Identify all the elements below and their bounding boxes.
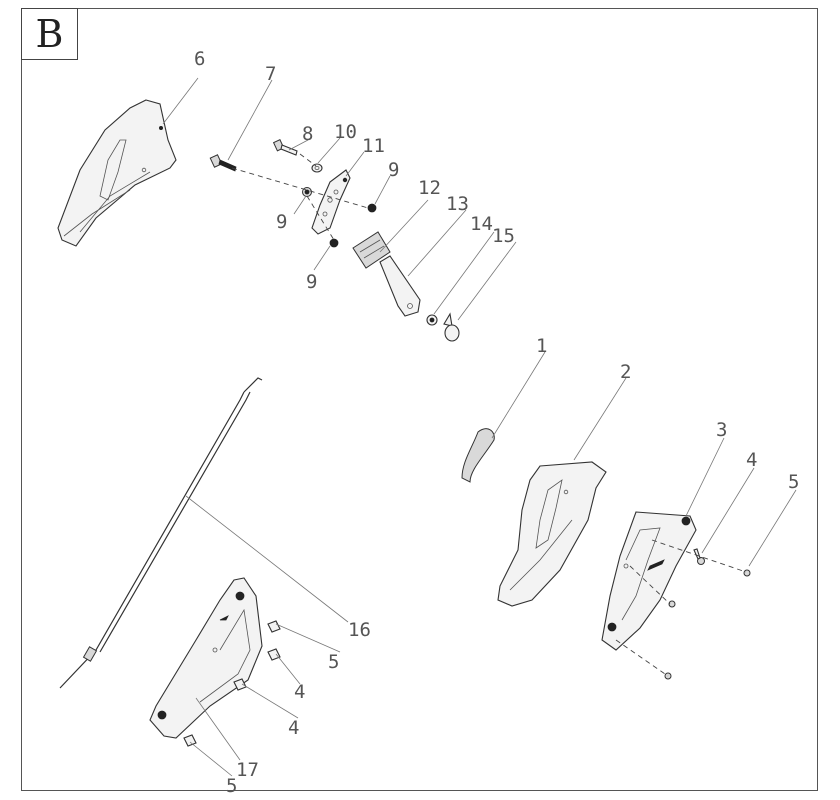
leader-lines: [162, 77, 797, 777]
callout-ten: 10: [334, 121, 357, 143]
part-1-rubber-pad: [461, 428, 495, 483]
part-5-screw-right: [743, 569, 751, 577]
part-10-spacer: [311, 163, 323, 173]
callout-fifteen: 15: [492, 225, 515, 247]
part-15-pivot-pin: [443, 312, 460, 342]
callout-eleven: 11: [362, 135, 385, 157]
part-6-side-cover: [57, 99, 177, 247]
callout-4-lower-b: 4: [288, 717, 299, 739]
part-7-bolt: [209, 154, 237, 172]
callout-thirteen: 13: [446, 193, 469, 215]
callout-9-bottom: 9: [306, 271, 317, 293]
assembly-lines: [231, 153, 747, 677]
screw-lower-4-upper: [267, 648, 281, 661]
part-9-nut-top: [367, 203, 377, 213]
part-13-lever-arm: [379, 255, 421, 317]
callout-numbers: 6 7 8 10 11 9 9 9 12 13 14 15 1 2 3 4 5 …: [194, 48, 799, 797]
callout-fourteen: 14: [470, 213, 493, 235]
callout-seventeen: 17: [236, 759, 259, 781]
callout-sixteen: 16: [348, 619, 371, 641]
callout-2: 2: [620, 361, 631, 383]
screw-right-middle: [668, 600, 676, 608]
part-3-inner-cover: [601, 511, 697, 651]
part-12-pedal-pad: [352, 231, 391, 269]
screw-lower-5-top: [267, 620, 281, 633]
part-16-control-rod: [59, 377, 263, 689]
callout-8: 8: [302, 123, 313, 145]
screw-lower-5-bottom: [183, 734, 197, 747]
part-9-nut-bottom: [329, 238, 339, 248]
callout-7: 7: [265, 63, 276, 85]
part-4-screw-right: [693, 548, 705, 565]
part-14-washer: [426, 314, 438, 326]
callout-5-lower: 5: [328, 651, 339, 673]
callout-1: 1: [536, 335, 547, 357]
callout-5-bottom: 5: [226, 775, 237, 797]
callout-4-lower-a: 4: [294, 681, 305, 703]
part-11-bracket-plate: [311, 169, 351, 235]
callout-6: 6: [194, 48, 205, 70]
callout-9-top: 9: [388, 159, 399, 181]
part-17-lower-panel: [149, 577, 263, 739]
callout-9-left: 9: [276, 211, 287, 233]
callout-twelve: 12: [418, 177, 441, 199]
screw-lower-4-lower: [233, 678, 247, 691]
callout-4-right: 4: [746, 449, 757, 471]
part-2-side-cover: [497, 461, 607, 607]
callout-3: 3: [716, 419, 727, 441]
callout-5-right: 5: [788, 471, 799, 493]
section-label-box: B: [21, 8, 78, 60]
section-label: B: [35, 12, 64, 56]
